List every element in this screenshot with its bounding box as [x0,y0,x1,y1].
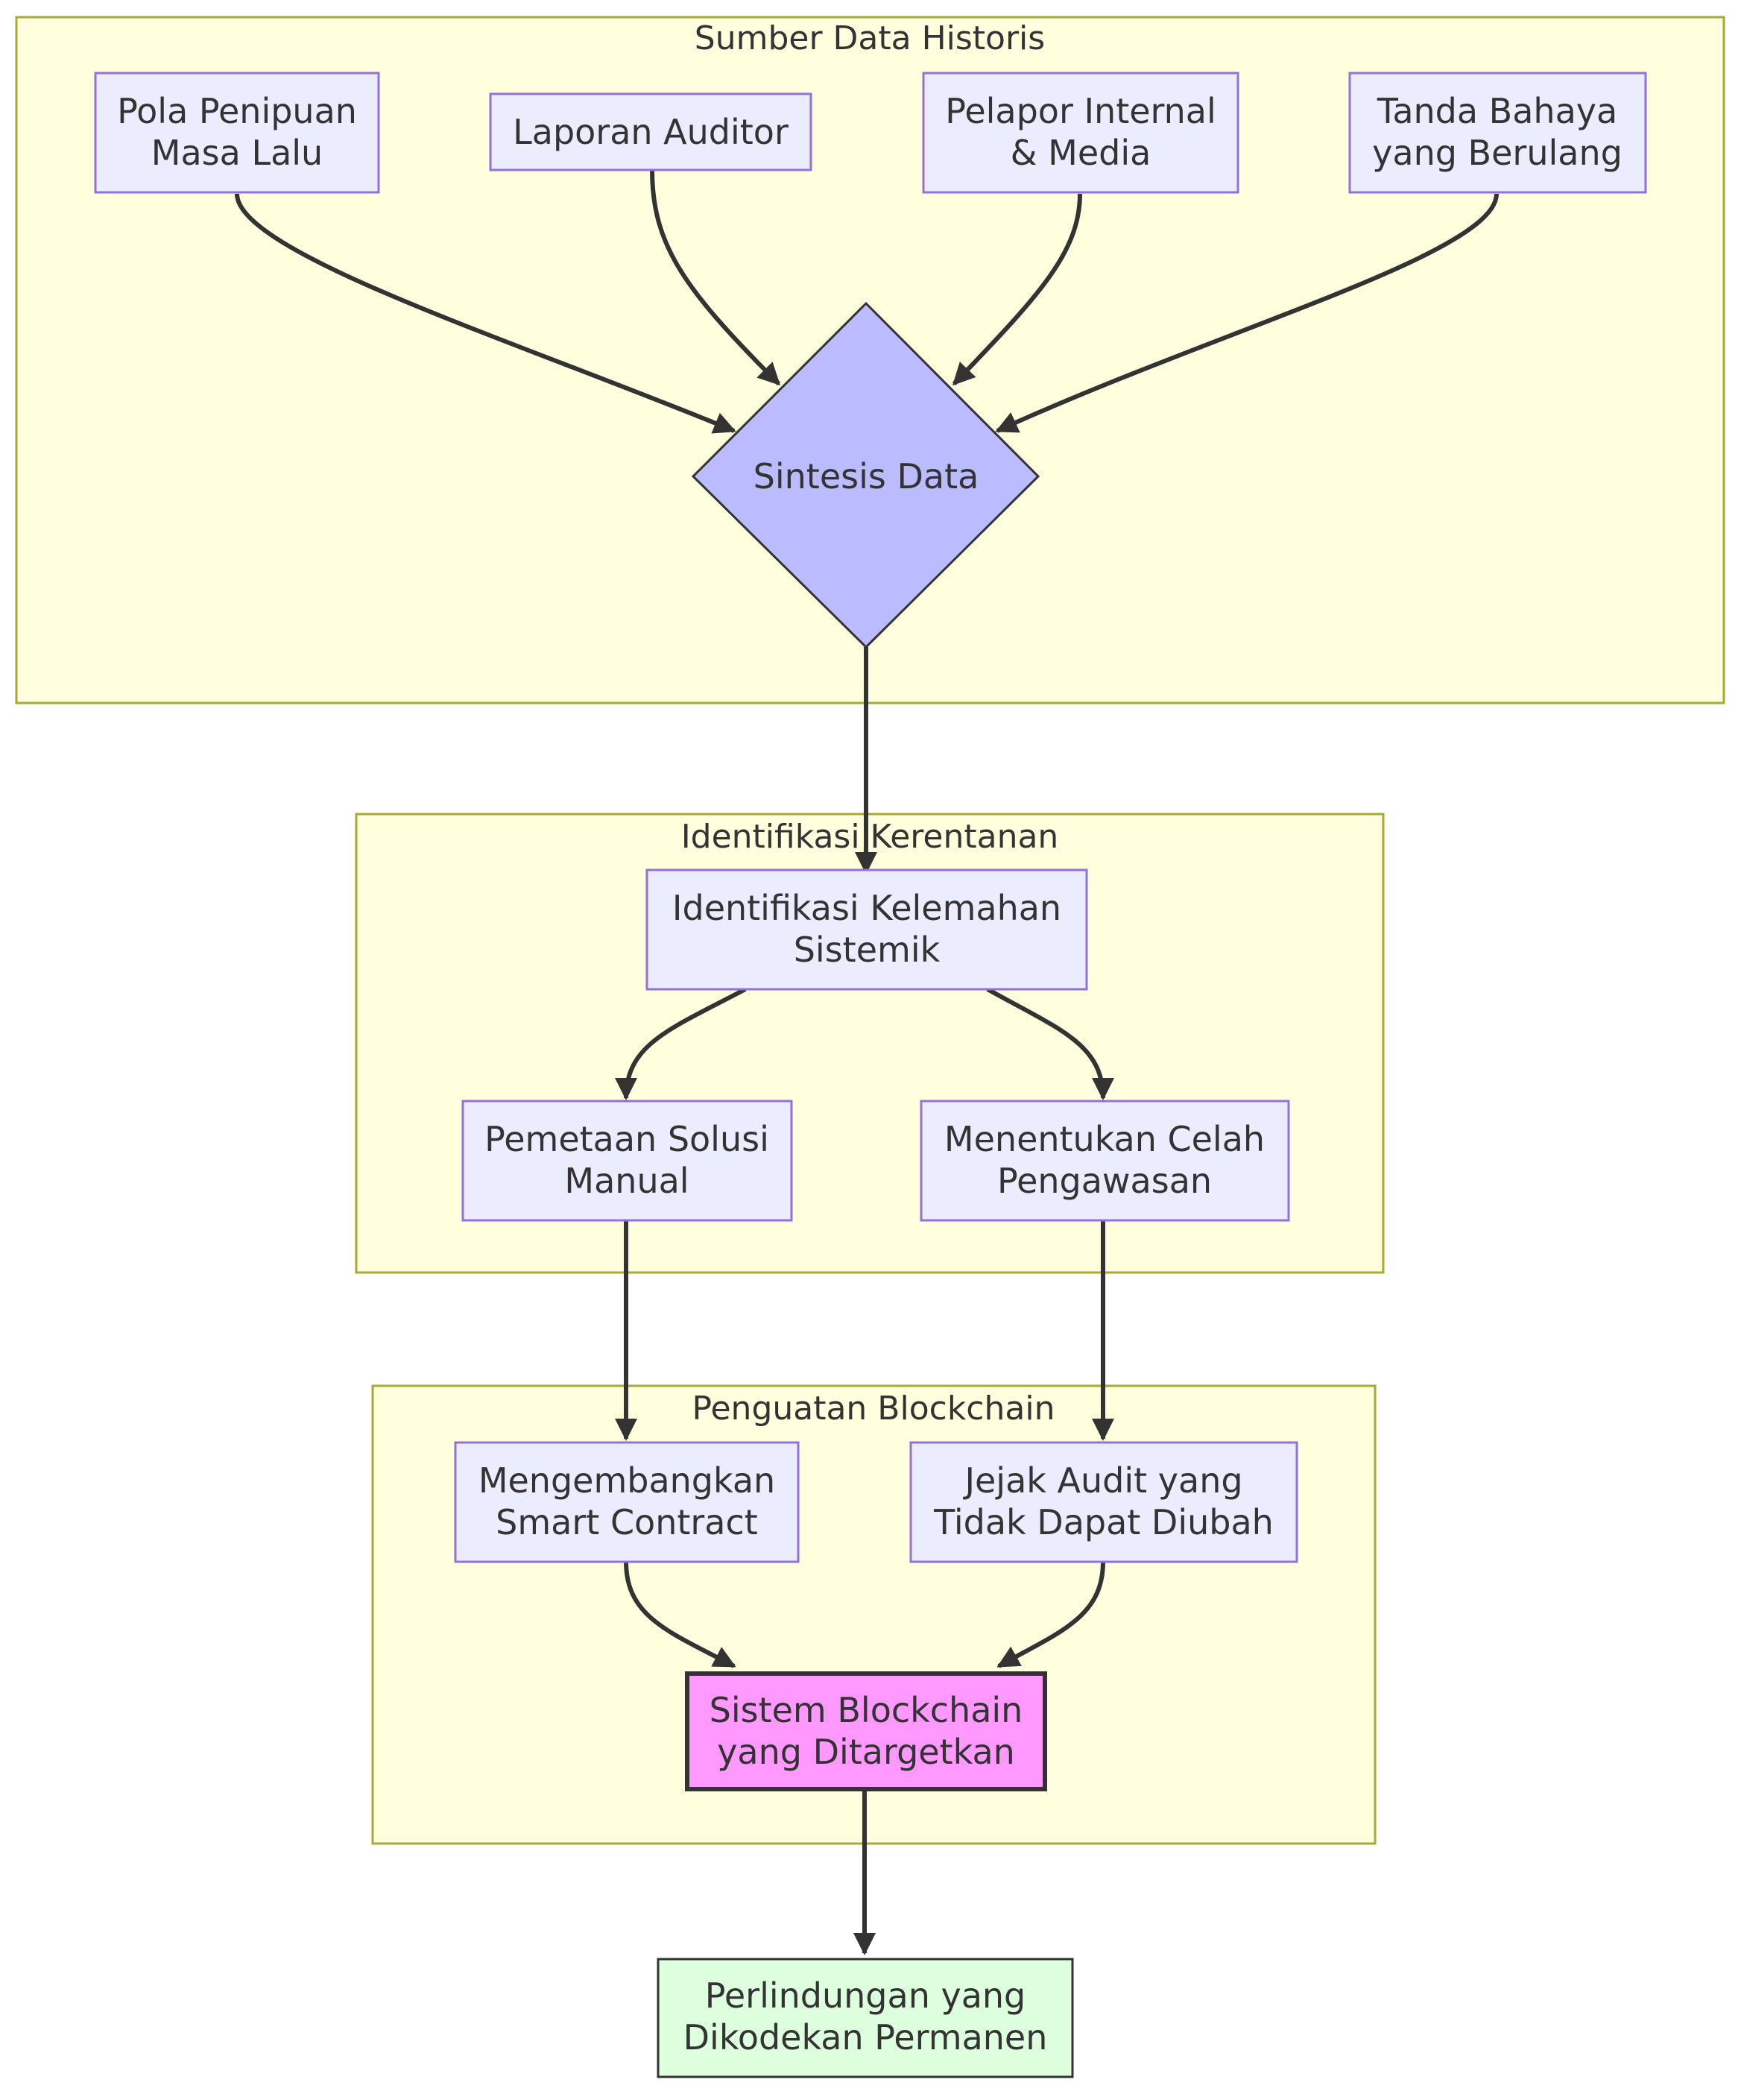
node-label: Pengawasan [997,1161,1212,1201]
node-label: Pelapor Internal [945,91,1216,131]
node-systemic-weakness[interactable]: Identifikasi Kelemahan Sistemik [645,868,1088,991]
node-data-synthesis-decision[interactable]: Sintesis Data [691,301,1040,649]
node-label: Jejak Audit yang [962,1460,1242,1501]
node-whistleblower-media[interactable]: Pelapor Internal & Media [922,72,1239,194]
node-label: Mengembangkan [478,1460,775,1501]
node-manual-solution-mapping[interactable]: Pemetaan Solusi Manual [461,1100,793,1222]
node-label: Identifikasi Kelemahan [672,888,1061,928]
node-label: Pola Penipuan [117,91,357,131]
node-oversight-gaps[interactable]: Menentukan Celah Pengawasan [920,1100,1290,1222]
node-label: Sistemik [794,930,941,970]
edge-fraud-patterns-to-synthesis [235,193,736,434]
node-smart-contract[interactable]: Mengembangkan Smart Contract [454,1441,800,1563]
node-label: Perlindungan yang [705,1976,1026,2016]
node-label: Pemetaan Solusi [484,1119,769,1159]
node-label: Tanda Bahaya [1377,91,1617,131]
edges [235,169,1499,1955]
edge-systemic-weakness-to-manual-mapping [615,987,747,1100]
edge-audit-trail-to-target-system [996,1561,1105,1668]
node-label: & Media [1011,133,1151,173]
node-label: Dikodekan Permanen [683,2017,1048,2058]
cluster-title: Penguatan Blockchain [692,1390,1055,1428]
edge-smart-contract-to-target-system [624,1561,736,1668]
node-label: yang Ditargetkan [717,1732,1015,1772]
cluster-title: Identifikasi Kerentanan [681,818,1059,856]
edge-auditor-reports-to-synthesis [650,169,781,386]
node-label: Laporan Auditor [513,112,789,152]
node-immutable-audit-trail[interactable]: Jejak Audit yang Tidak Dapat Diubah [909,1441,1298,1563]
node-label: Smart Contract [496,1502,758,1542]
edge-red-flags-to-synthesis [995,193,1499,433]
node-label: Menentukan Celah [944,1119,1265,1159]
node-label: Manual [564,1161,689,1201]
edge-systemic-weakness-to-oversight-gaps [986,987,1114,1100]
node-targeted-blockchain-system[interactable]: Sistem Blockchain yang Ditargetkan [685,1671,1047,1791]
node-label: Tidak Dapat Diubah [933,1502,1274,1542]
node-label: yang Berulang [1372,133,1623,173]
node-permanent-protection[interactable]: Perlindungan yang Dikodekan Permanen [657,1958,1074,2078]
node-label: Sintesis Data [753,456,979,496]
node-label: Sistem Blockchain [710,1690,1023,1730]
node-recurring-red-flags[interactable]: Tanda Bahaya yang Berulang [1348,72,1647,194]
edge-whistleblower-to-synthesis [952,193,1082,386]
node-auditor-reports[interactable]: Laporan Auditor [489,92,812,171]
cluster-title: Sumber Data Historis [695,19,1045,57]
node-fraud-patterns[interactable]: Pola Penipuan Masa Lalu [94,72,380,194]
node-label: Masa Lalu [151,133,323,173]
